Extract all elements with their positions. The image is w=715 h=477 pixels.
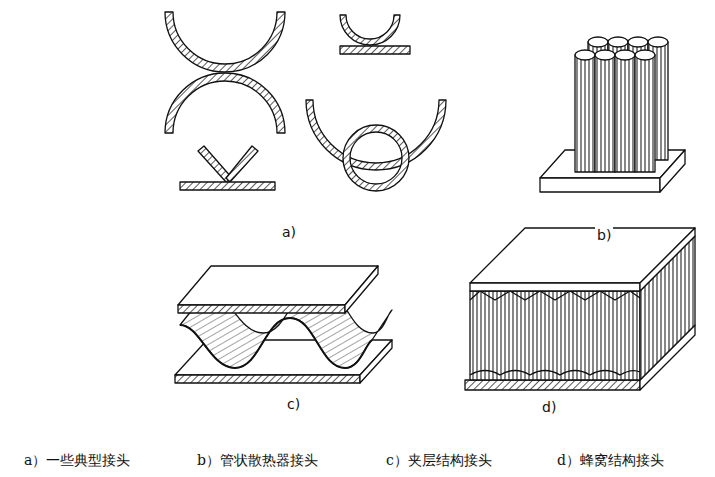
honeycomb-joint <box>465 228 695 390</box>
figure-letter: c) <box>285 396 302 413</box>
figure-letter: b) <box>595 227 613 244</box>
figure-caption: d）蜂窝结构接头 <box>555 452 666 469</box>
figure-caption: c）夹层结构接头 <box>384 452 494 469</box>
figure-caption: b）管状散热器接头 <box>195 452 320 469</box>
figure-caption: a）一些典型接头 <box>22 452 132 469</box>
figure-letter: d) <box>540 399 558 416</box>
figure-letter: a) <box>280 224 298 241</box>
sandwich-joint <box>175 266 392 383</box>
tube-radiator-joint <box>540 37 685 192</box>
typical-joints <box>165 12 446 191</box>
